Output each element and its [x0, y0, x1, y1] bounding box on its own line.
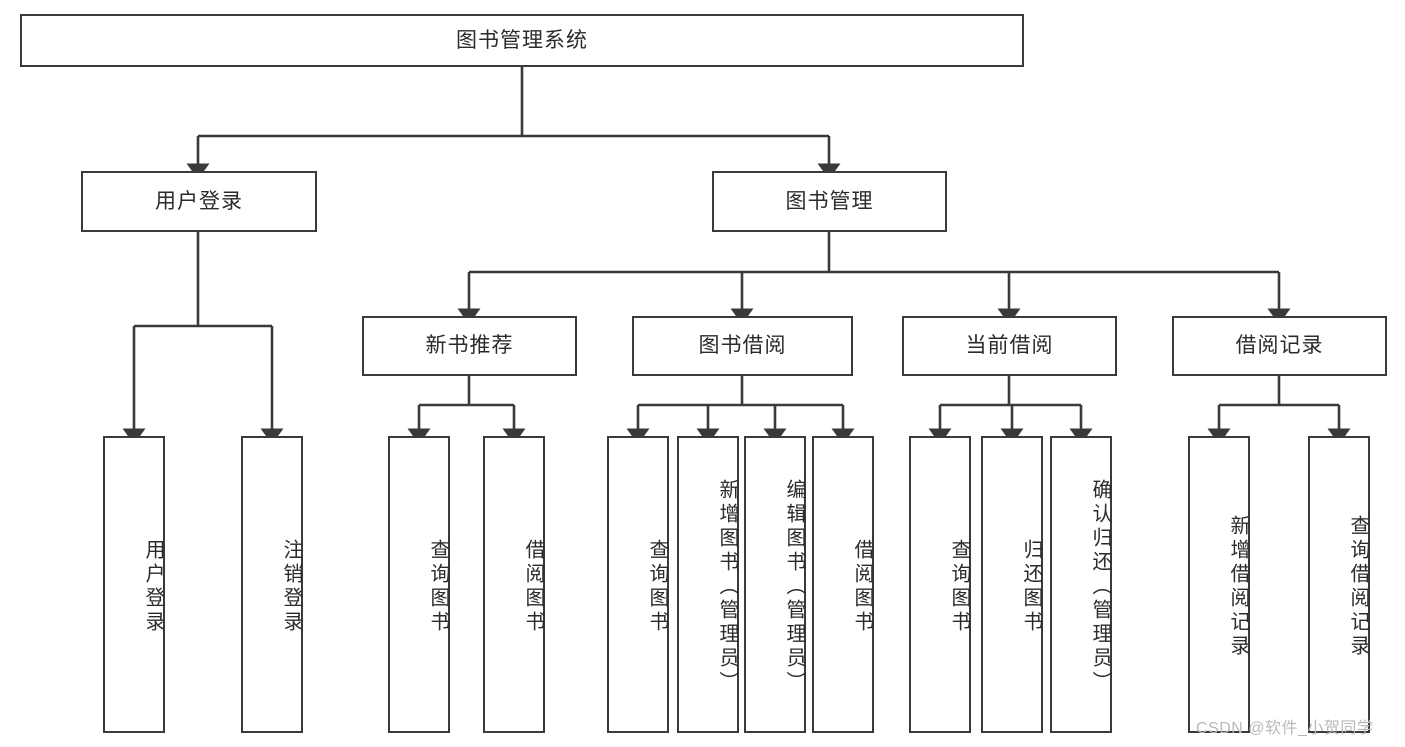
node-leaf-confirm-return-admin[interactable]: 确认归还（管理员）	[1050, 436, 1112, 733]
node-label: 当前借阅	[965, 334, 1054, 358]
node-leaf-query-borrow-record[interactable]: 查询借阅记录	[1308, 436, 1370, 733]
node-leaf-logout-login[interactable]: 注销登录	[241, 436, 303, 733]
node-leaf-query-books-current[interactable]: 查询图书	[909, 436, 971, 733]
node-leaf-edit-book-admin[interactable]: 编辑图书（管理员）	[744, 436, 806, 733]
edge-layer	[122, 67, 1351, 445]
node-leaf-user-login[interactable]: 用户登录	[103, 436, 165, 733]
node-label: 新增图书（管理员）	[716, 478, 738, 695]
node-leaf-add-book-admin[interactable]: 新增图书（管理员）	[677, 436, 739, 733]
node-label: 新增借阅记录	[1227, 514, 1249, 659]
node-label: 查询图书	[427, 538, 449, 635]
node-new-book-recommend[interactable]: 新书推荐	[362, 316, 577, 376]
node-label: 图书管理	[785, 189, 874, 213]
node-label: 用户登录	[142, 538, 164, 635]
node-label: 新书推荐	[425, 334, 514, 358]
node-user-login[interactable]: 用户登录	[81, 171, 317, 232]
node-leaf-add-borrow-record[interactable]: 新增借阅记录	[1188, 436, 1250, 733]
csdn-watermark: CSDN @软件_小贺同学	[1196, 720, 1374, 737]
node-label: 图书管理系统	[456, 28, 588, 52]
node-label: 编辑图书（管理员）	[783, 478, 805, 695]
node-label: 借阅记录	[1235, 334, 1324, 358]
node-leaf-return-books[interactable]: 归还图书	[981, 436, 1043, 733]
node-label: 注销登录	[280, 538, 302, 635]
node-borrow-record[interactable]: 借阅记录	[1172, 316, 1387, 376]
node-label: 借阅图书	[522, 538, 544, 635]
node-leaf-borrow-books[interactable]: 借阅图书	[812, 436, 874, 733]
node-leaf-borrow-books-recommend[interactable]: 借阅图书	[483, 436, 545, 733]
node-book-management[interactable]: 图书管理	[712, 171, 947, 232]
node-label: 查询图书	[646, 538, 668, 635]
node-label: 归还图书	[1020, 538, 1042, 635]
node-leaf-query-books-recommend[interactable]: 查询图书	[388, 436, 450, 733]
node-label: 查询图书	[948, 538, 970, 635]
node-label: 用户登录	[155, 189, 243, 213]
node-system-title[interactable]: 图书管理系统	[20, 14, 1024, 67]
node-label: 借阅图书	[851, 538, 873, 635]
node-leaf-query-books-borrow[interactable]: 查询图书	[607, 436, 669, 733]
node-label: 查询借阅记录	[1347, 514, 1369, 659]
node-current-borrow[interactable]: 当前借阅	[902, 316, 1117, 376]
node-book-borrow[interactable]: 图书借阅	[632, 316, 853, 376]
node-label: 确认归还（管理员）	[1089, 478, 1111, 695]
node-label: 图书借阅	[698, 334, 787, 358]
